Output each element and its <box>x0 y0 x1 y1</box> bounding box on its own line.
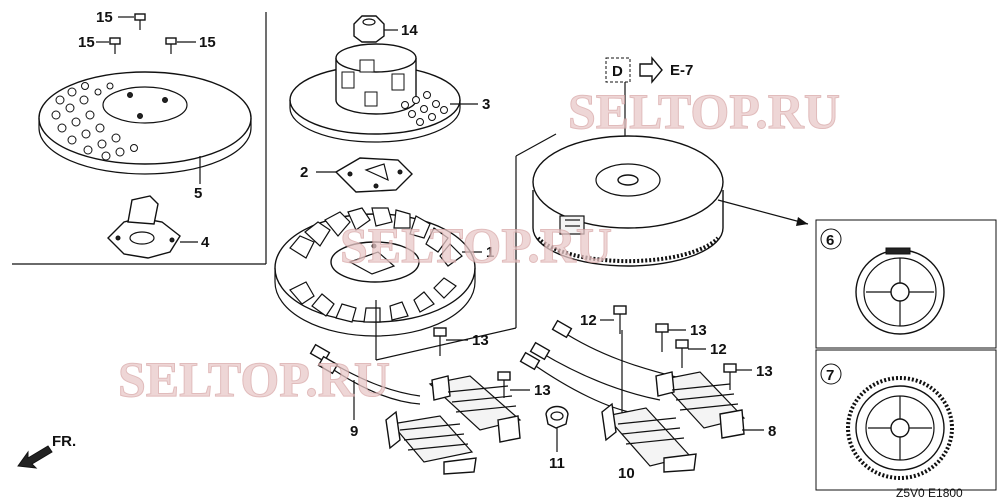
figure-code: Z5V0 E1800 <box>896 486 963 499</box>
label-part-9: 9 <box>350 423 358 440</box>
svg-text:7: 7 <box>826 367 834 384</box>
reference-box-d: D <box>605 57 631 83</box>
part-13-bolt-d <box>723 363 737 390</box>
label-part-15b: 15 <box>78 34 95 51</box>
reference-arrow-e7 <box>639 56 663 84</box>
label-part-1: 1 <box>486 244 494 261</box>
watermark-middle: SELTOP.RU <box>340 217 612 273</box>
label-part-5: 5 <box>194 185 202 202</box>
label-part-8: 8 <box>768 423 776 440</box>
part-2-washer-plate <box>334 157 413 193</box>
label-part-10: 10 <box>618 465 635 482</box>
label-part-12b: 12 <box>710 341 727 358</box>
inset-frame-left <box>12 12 267 265</box>
part-4-bracket <box>107 195 181 259</box>
part-11-clip <box>545 405 569 429</box>
part-10-charge-coil-assembly <box>519 319 746 473</box>
label-part-3: 3 <box>482 96 490 113</box>
watermark-top: SELTOP.RU <box>568 83 840 139</box>
front-direction-label: FR. <box>52 433 76 450</box>
part-13-bolt-b <box>497 371 511 398</box>
part-9-ignition-coil-assembly <box>309 343 522 475</box>
front-direction-arrow <box>17 445 53 469</box>
svg-text:D: D <box>612 63 623 80</box>
detail-box-6: 6 <box>815 219 997 349</box>
part-12-bolt-b <box>675 339 689 368</box>
label-part-13a: 13 <box>472 332 489 349</box>
label-part-15c: 15 <box>199 34 216 51</box>
part-14-nut <box>353 15 385 43</box>
part-1-cooling-fan <box>274 207 476 337</box>
part-13-bolt-a <box>433 327 447 356</box>
part-15-screw-a <box>134 13 146 30</box>
part-15-screw-c <box>165 37 177 54</box>
label-part-13d: 13 <box>756 363 773 380</box>
label-part-4: 4 <box>201 234 210 251</box>
label-part-14: 14 <box>401 22 418 39</box>
part-5-perforated-plate <box>38 71 252 175</box>
reference-label-e7: E-7 <box>670 62 693 79</box>
label-part-11: 11 <box>549 455 565 472</box>
part-3-starter-pulley <box>289 43 461 143</box>
detail-box-7: 7 <box>815 349 997 491</box>
svg-text:6: 6 <box>826 232 834 249</box>
watermark-bottom: SELTOP.RU <box>118 351 390 407</box>
label-part-15a: 15 <box>96 9 113 26</box>
label-part-13b: 13 <box>534 382 551 399</box>
flywheel <box>532 135 724 267</box>
part-13-bolt-c <box>655 323 669 352</box>
part-15-screw-b <box>109 37 121 54</box>
label-part-13c: 13 <box>690 322 707 339</box>
label-part-12a: 12 <box>580 312 597 329</box>
part-12-bolt-a <box>613 305 627 334</box>
label-part-2: 2 <box>300 164 308 181</box>
